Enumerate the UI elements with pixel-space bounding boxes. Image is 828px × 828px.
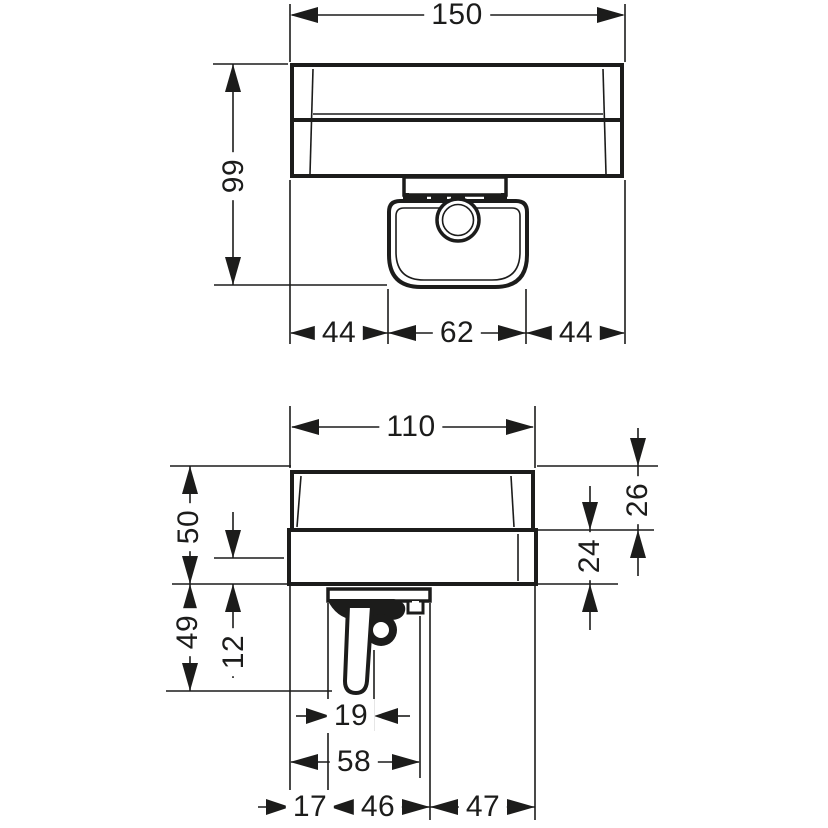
dim-side-left-inner: 12	[217, 627, 251, 677]
side-pump-assembly	[326, 587, 432, 696]
dim-side-right-upper: 26	[621, 475, 655, 525]
dim-side-left-drop: 49	[171, 607, 205, 657]
front-dispenser-container	[387, 197, 529, 289]
dim-side-bottom-center: 46	[353, 790, 403, 824]
dim-front-bottom-left: 44	[314, 316, 364, 350]
side-shelf-body	[287, 470, 538, 586]
dim-side-depth: 58	[329, 745, 379, 779]
front-shelf-body	[290, 63, 624, 178]
dim-lines-side-bottom	[258, 586, 536, 820]
dim-side-lever-offset: 19	[326, 699, 376, 733]
dim-side-bottom-right: 47	[458, 790, 508, 824]
pump-lever	[342, 604, 375, 696]
dim-side-left-total: 50	[172, 502, 206, 552]
dim-side-right-lower: 24	[573, 531, 607, 581]
dim-front-width: 150	[424, 0, 490, 32]
dim-front-height: 99	[217, 151, 251, 201]
dim-side-bottom-left: 17	[285, 790, 335, 824]
dim-front-bottom-center: 62	[432, 316, 482, 350]
front-view	[213, 4, 626, 344]
dim-lines-front-bottom	[289, 180, 626, 344]
dim-side-width: 110	[379, 410, 443, 444]
dim-front-bottom-right: 44	[551, 316, 601, 350]
side-view	[166, 406, 658, 820]
dim-lines-side-right	[537, 428, 658, 630]
